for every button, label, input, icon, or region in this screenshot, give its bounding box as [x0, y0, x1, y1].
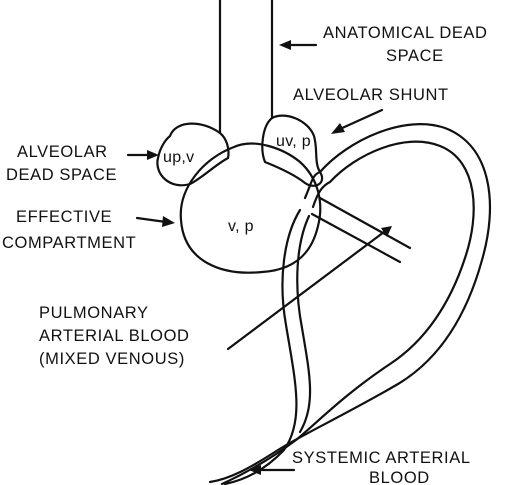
- anatomical-dead-space-label-line1: ANATOMICAL DEAD: [323, 24, 488, 42]
- vessel-branch-upper: [320, 198, 410, 248]
- alveolar-shunt-compartment: [262, 116, 322, 186]
- vessel-left-wall: [225, 210, 300, 484]
- alveolar-shunt-label: ALVEOLAR SHUNT: [293, 86, 449, 104]
- shunt-compartment-label: uv, p: [276, 133, 311, 150]
- effective-compartment-arrow: [137, 216, 175, 227]
- alveolar-shunt-arrow: [331, 110, 382, 134]
- pulmonary-label-line3: (MIXED VENOUS): [39, 350, 185, 368]
- pulmonary-label-line1: PULMONARY: [39, 304, 149, 322]
- vessel-inner-wall: [222, 142, 474, 484]
- anatomical-dead-space-label-line2: SPACE: [386, 47, 444, 65]
- vessel-branch-lower: [312, 214, 400, 262]
- systemic-label-line1: SYSTEMIC ARTERIAL: [292, 449, 471, 467]
- effective-compartment-label-line2: COMPARTMENT: [2, 234, 136, 252]
- vessel-outer-wall: [210, 124, 490, 482]
- dead-space-compartment-label: up,v: [163, 149, 194, 166]
- alveolar-dead-space-label-line1: ALVEOLAR: [17, 143, 108, 161]
- anatomical-dead-space-arrow: [279, 40, 316, 50]
- effective-compartment-label-line1: EFFECTIVE: [16, 208, 112, 226]
- alveolar-dead-space-label-line2: DEAD SPACE: [6, 166, 117, 184]
- pulmonary-label-line2: ARTERIAL BLOOD: [39, 327, 190, 345]
- systemic-label-line2: BLOOD: [369, 469, 430, 485]
- effective-compartment-value-label: v, p: [228, 218, 254, 235]
- alveolar-dead-space-arrow: [128, 150, 159, 160]
